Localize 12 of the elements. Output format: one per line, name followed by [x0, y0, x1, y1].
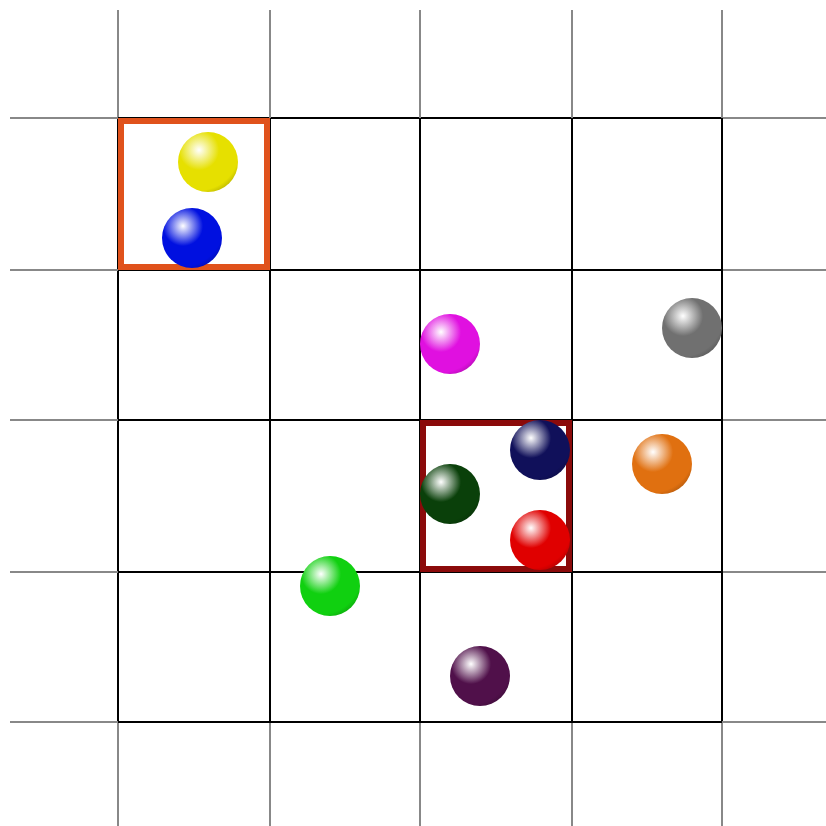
ball [632, 434, 692, 494]
ball [420, 314, 480, 374]
ball [420, 464, 480, 524]
ball [510, 510, 570, 570]
ball [662, 298, 722, 358]
highlight-frame [420, 420, 572, 572]
ball [300, 556, 360, 616]
ball [162, 208, 222, 268]
ball [178, 132, 238, 192]
ball [510, 420, 570, 480]
highlight-frame [118, 118, 270, 270]
ball [450, 646, 510, 706]
